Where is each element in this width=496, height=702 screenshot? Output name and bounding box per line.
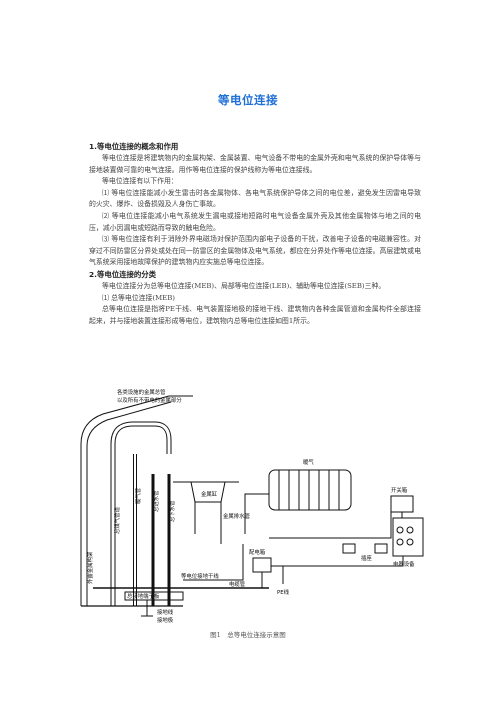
label-water-supply: 总进水管 xyxy=(152,490,160,512)
label-bonding-main: 等电位接地干线 xyxy=(181,572,219,580)
label-metal-tank: 金属缸 xyxy=(201,490,218,498)
label-top-note-1: 各类设施的金属总管 xyxy=(117,388,166,396)
earth-bar-shape xyxy=(124,591,184,601)
bonding-conductor xyxy=(183,544,244,581)
radiator-pipe xyxy=(244,493,269,534)
label-top-note-2: 以及所有不带电的金属部分 xyxy=(117,396,182,404)
distribution-box-shape xyxy=(252,557,272,573)
paragraph: ⑶ 等电位连接有利于消除外界电磁场对保护范围内部电子设备的干扰，改善电子设备的电… xyxy=(89,235,421,267)
gas-pipe-inner xyxy=(111,422,171,606)
label-metal-drain: 金属排水管 xyxy=(223,512,251,520)
knob xyxy=(406,538,414,546)
switch-box-shape xyxy=(390,495,414,513)
paragraph: 等电位连接分为总等电位连接(MEB)、局部等电位连接(LEB)、辅助等电位连接(… xyxy=(102,281,386,290)
wiring-line xyxy=(269,512,392,539)
page-title: 等电位连接 xyxy=(218,93,278,107)
label-switch-box: 开关箱 xyxy=(391,486,408,494)
knob xyxy=(396,526,404,534)
label-main-earth-bar: 总接地端子板 xyxy=(127,592,160,600)
paragraph: ⑵ 等电位连接能减小电气系统发生漏电或接地短路时电气设备金属外壳及其他金属物体与… xyxy=(89,211,421,232)
label-earth-conductor: 接地线 xyxy=(157,608,174,616)
earth-electrode-shape xyxy=(141,600,153,617)
label-pe-line: PE线 xyxy=(277,588,290,596)
bonding-diagram: 各类设施的金属总管 以及所有不带电的金属部分 外露金属构架 总煤气管道 暖气管 … xyxy=(80,388,424,624)
document-body: 1.等电位连接的概念和作用 等电位连接是将建筑物内的金属构架、金属装置、电气设备… xyxy=(89,141,421,327)
label-gas-pipe: 总煤气管道 xyxy=(113,506,121,534)
section-heading: 1.等电位连接的概念和作用 xyxy=(89,142,179,151)
label-cable: 电缆管 xyxy=(229,580,246,588)
label-drain-pipe: 总下水管 xyxy=(168,500,176,522)
pe-line xyxy=(271,556,404,567)
socket-shape xyxy=(342,543,356,554)
knob xyxy=(396,538,404,546)
paragraph: ⑴ 总等电位连接(MEB) xyxy=(102,293,175,302)
paragraph: 等电位连接有以下作用： xyxy=(102,177,178,186)
paragraph: 等电位连接是将建筑物内的金属构架、金属装置、电气设备不带电的金属外壳和电气系统的… xyxy=(89,154,421,174)
radiator-body xyxy=(268,469,352,511)
building-frame-line xyxy=(80,395,170,606)
section-heading: 2.等电位连接的分类 xyxy=(89,269,157,279)
label-distribution-box: 配电箱 xyxy=(249,548,266,556)
label-earth-electrode: 接地极 xyxy=(157,616,174,624)
paragraph: 总等电位连接是指将PE干线、电气装置接地极的接地干线、建筑物内各种金属管道和金属… xyxy=(89,305,421,325)
paragraph: ⑴ 等电位连接能减小发生雷击时各金属物体、各电气系统保护导体之间的电位差，避免发… xyxy=(89,188,421,209)
knob xyxy=(406,526,414,534)
building-frame-line xyxy=(86,401,172,606)
figure-caption: 图1 总等电位连接示意图 xyxy=(210,631,286,639)
radiator-fins xyxy=(278,470,340,510)
socket-shape xyxy=(374,543,388,554)
label-building-frame: 外露金属构架 xyxy=(86,551,94,584)
equipment-shape xyxy=(392,517,424,557)
label-heating-pipe: 暖气管 xyxy=(134,487,142,504)
gas-pipe xyxy=(110,421,172,606)
label-socket: 插座 xyxy=(361,554,372,562)
label-equipment: 电器设备 xyxy=(393,560,415,568)
tank-legs xyxy=(194,502,222,544)
label-radiator: 暖气 xyxy=(303,458,314,466)
